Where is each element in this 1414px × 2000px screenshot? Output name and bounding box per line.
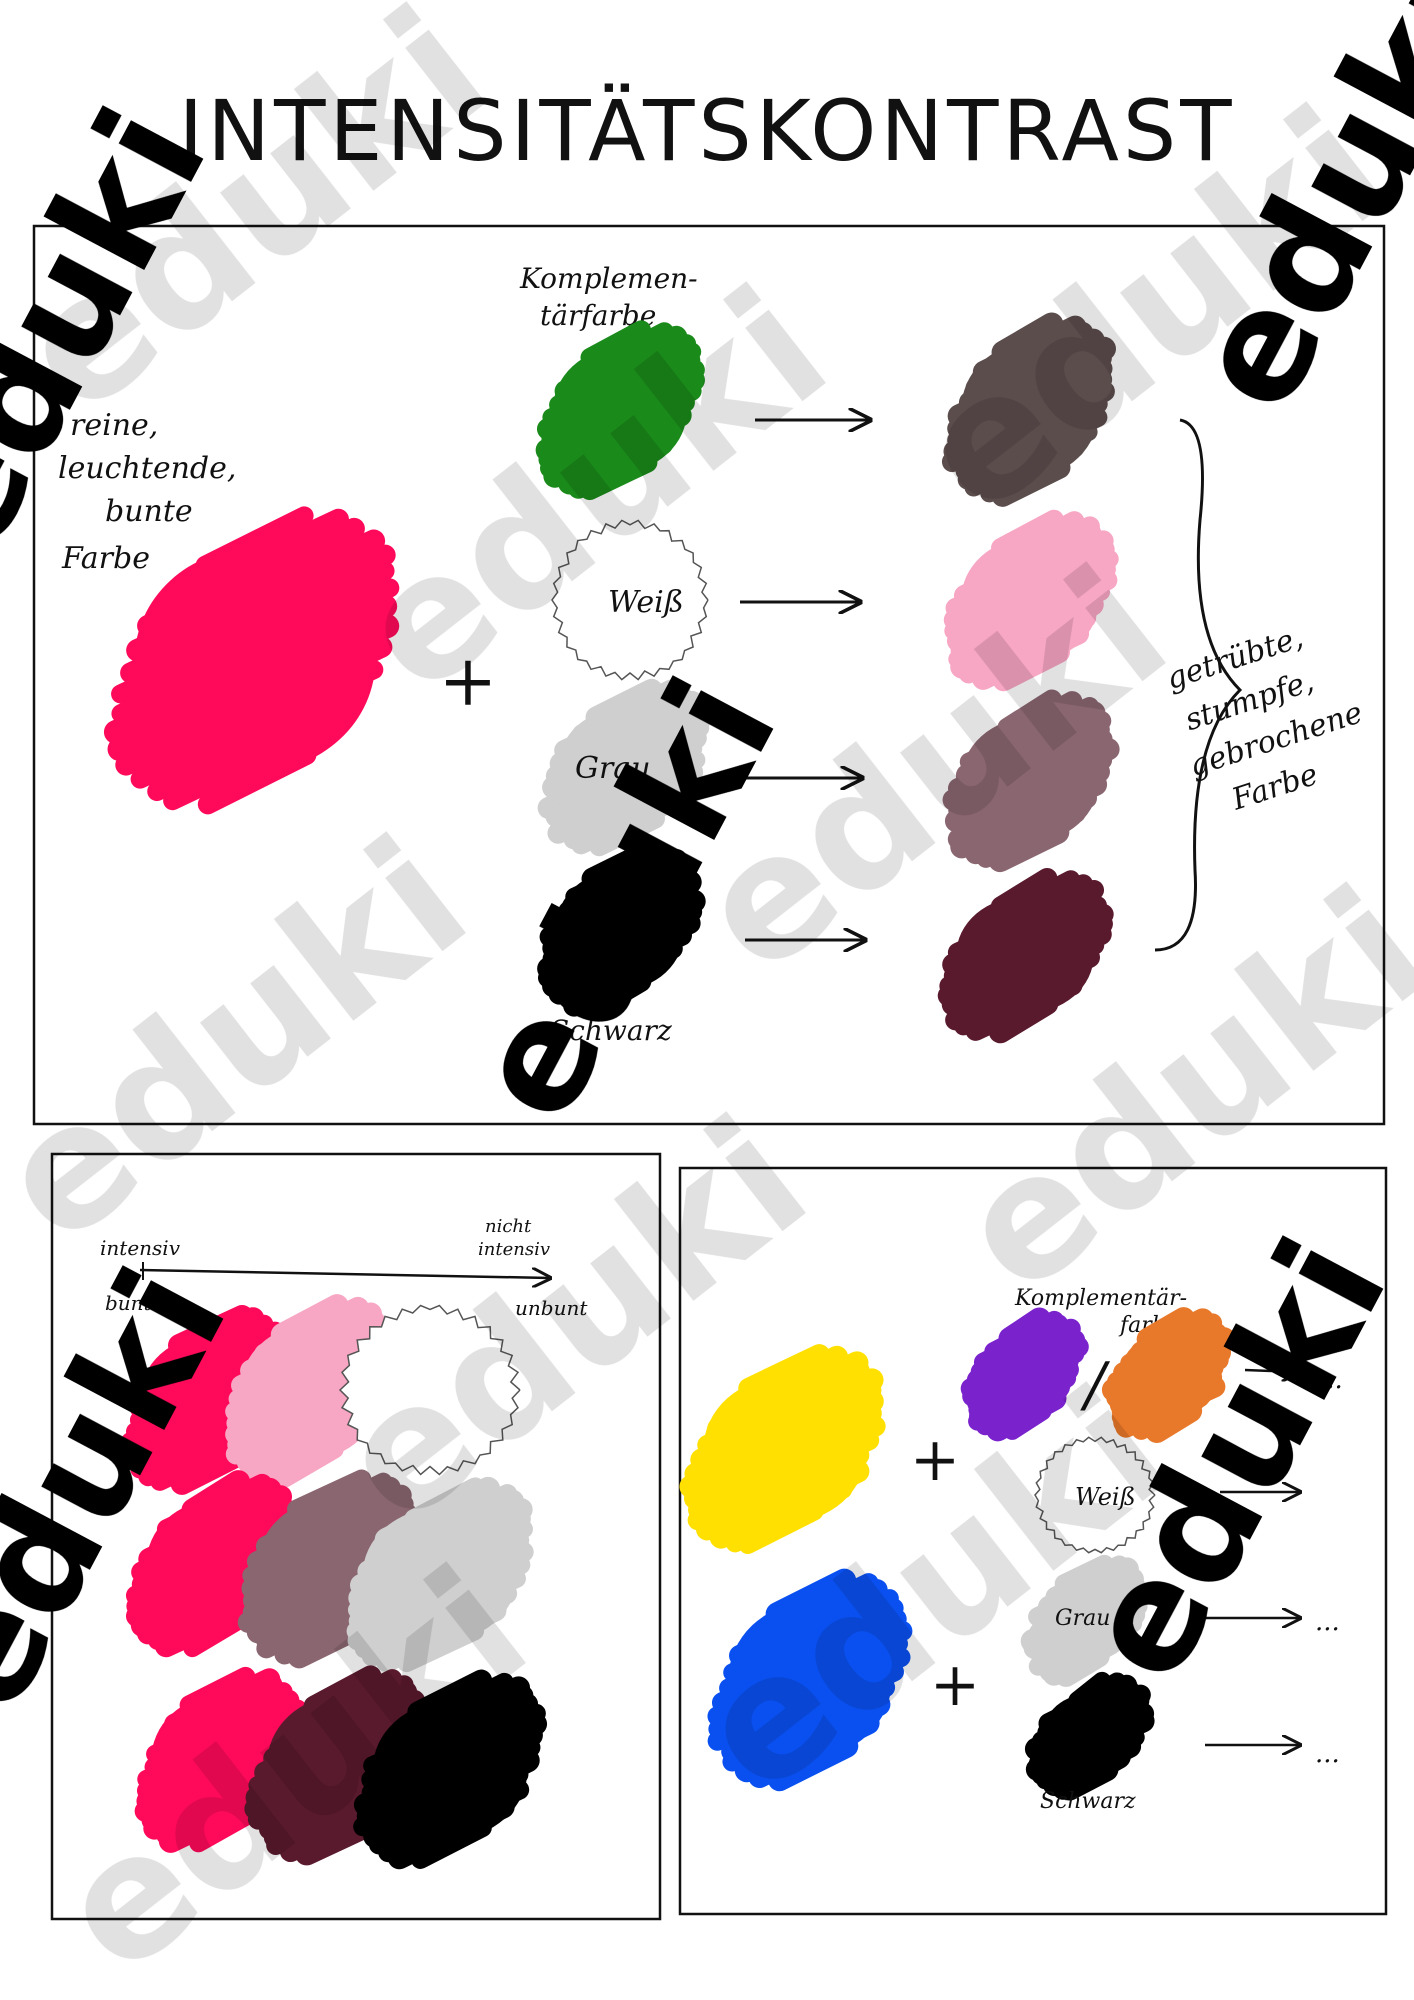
result-dark-burgundy — [937, 867, 1114, 1044]
white-swatch — [551, 519, 709, 681]
complement-green-swatch — [535, 320, 705, 501]
panel-top-frame — [32, 224, 1386, 1126]
panel-right: + + Komplementär- farbe / ... Weiß Grau … — [679, 1286, 1343, 1814]
label-result: getrübte, stumpfe, gebrochene Farbe — [1158, 607, 1390, 827]
white-swatch-right — [1034, 1436, 1156, 1554]
label-black-right: Schwarz — [1040, 1789, 1136, 1814]
scale-row2-gray — [346, 1476, 534, 1673]
plus-sign-yellow: + — [910, 1425, 960, 1495]
label-white: Weiß — [608, 585, 684, 620]
yellow-swatch — [679, 1344, 886, 1555]
label-intensive: intensiv — [100, 1236, 181, 1260]
panel-left: intensiv nicht intensiv bunt unbunt — [100, 1216, 588, 1870]
label-white-right: Weiß — [1075, 1483, 1136, 1511]
label-pure-color: reine, leuchtende, bunte Farbe — [58, 408, 246, 576]
scale-row3-black — [353, 1669, 548, 1870]
purple-swatch — [960, 1307, 1089, 1442]
blue-swatch — [707, 1568, 913, 1792]
watermark-bold-3: eduki — [1158, 0, 1414, 437]
ellipsis-4: ... — [1315, 1739, 1340, 1769]
black-swatch — [537, 841, 706, 1019]
result-mauve — [942, 689, 1120, 873]
panel-top: reine, leuchtende, bunte Farbe + Komplem… — [58, 262, 1390, 1047]
curly-brace — [1154, 418, 1243, 952]
black-swatch-right — [1024, 1671, 1155, 1801]
label-black: Schwarz — [550, 1014, 672, 1047]
scale-row1-white — [338, 1304, 521, 1476]
arrow-right-1 — [1244, 1370, 1300, 1372]
label-complement: Komplemen- tärfarbe — [519, 262, 707, 332]
result-light-pink — [943, 509, 1119, 692]
page-title: INTENSITÄTSKONTRAST — [178, 82, 1235, 180]
label-colorful: bunt — [105, 1291, 153, 1315]
result-brownish-gray — [941, 312, 1116, 507]
panel-left-frame — [50, 1152, 662, 1921]
panel-right-frame — [678, 1166, 1388, 1916]
label-not-colorful: unbunt — [515, 1296, 588, 1320]
ellipsis-1: ... — [1318, 1365, 1343, 1395]
label-gray: Grau — [575, 751, 651, 786]
plus-sign: + — [439, 640, 498, 722]
pure-pink-swatch — [103, 506, 400, 815]
intensity-scale-arrow — [139, 1270, 550, 1278]
gray-swatch — [537, 678, 712, 857]
ellipsis-3: ... — [1315, 1607, 1340, 1637]
orange-swatch — [1101, 1307, 1236, 1443]
gray-swatch-right — [1020, 1554, 1148, 1687]
plus-sign-blue: + — [930, 1650, 980, 1720]
watermark-faint-4: eduki — [0, 800, 502, 1282]
label-gray-right: Grau — [1055, 1606, 1110, 1631]
label-not-intensive: nicht intensiv — [478, 1216, 550, 1260]
